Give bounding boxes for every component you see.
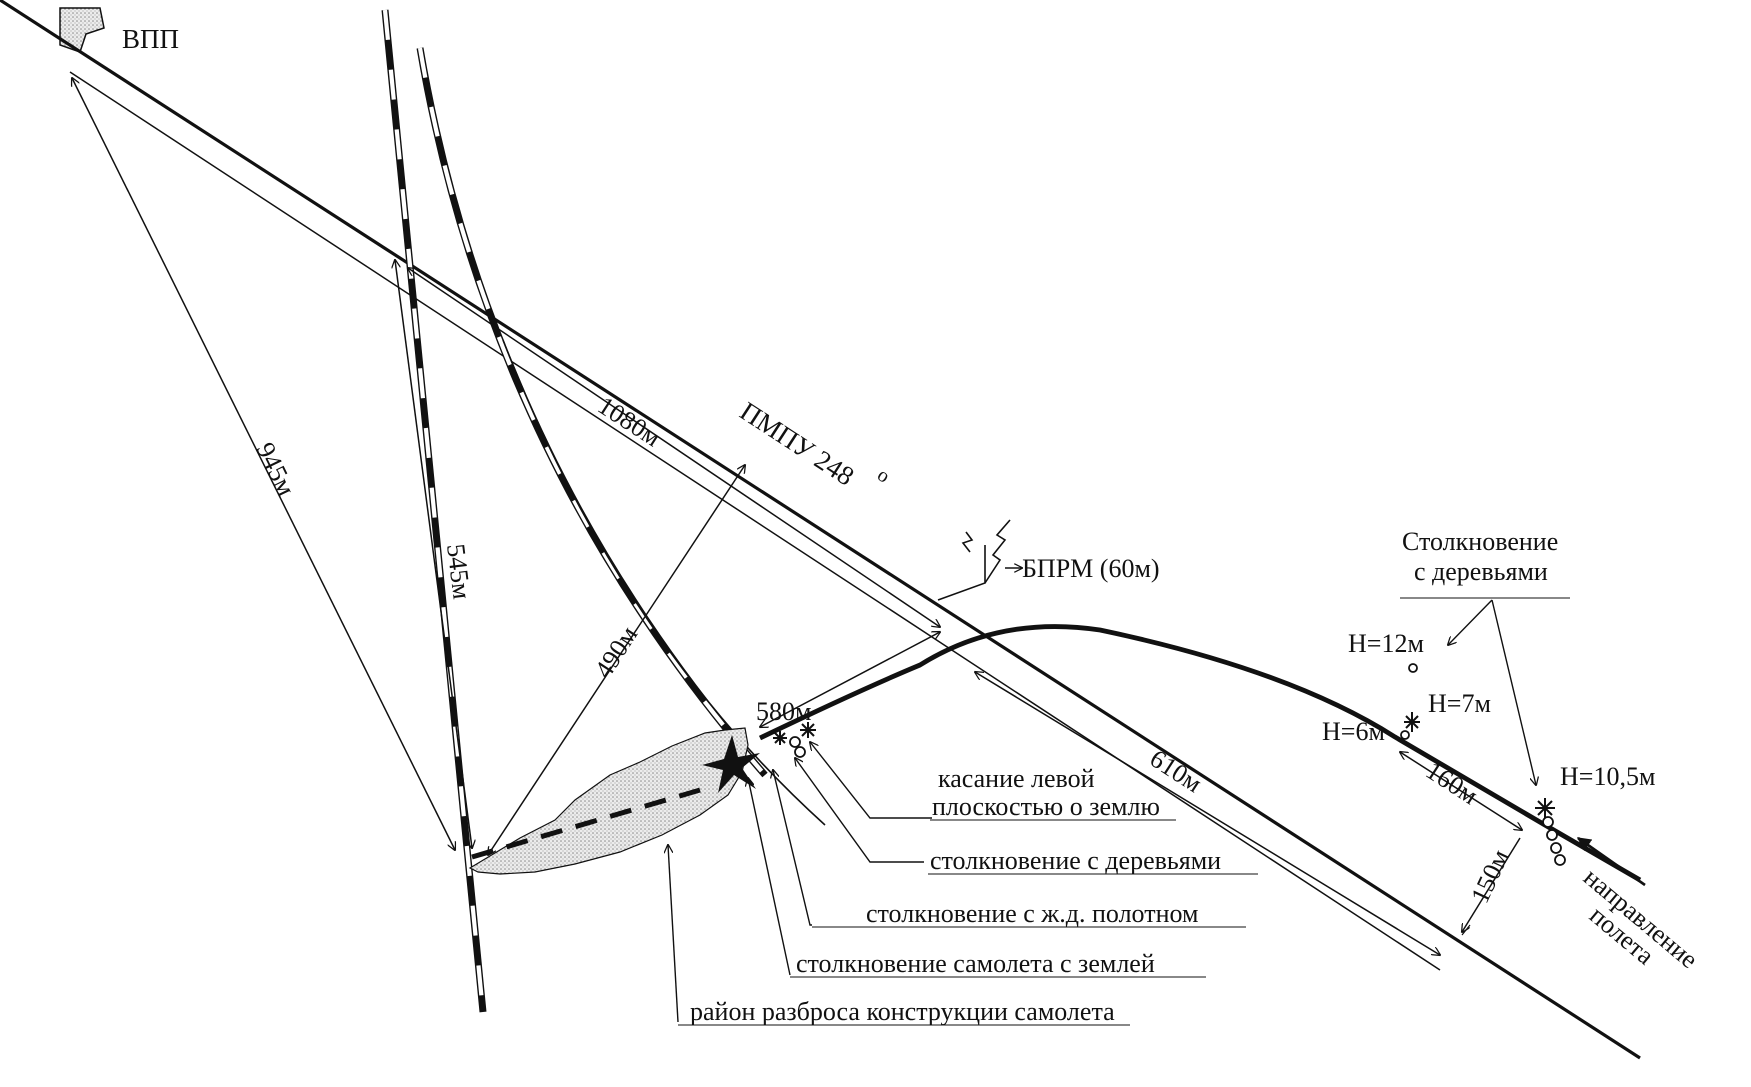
beacon-label: БПРМ (60м) <box>1022 554 1160 583</box>
dim-945-label: 945м <box>251 438 301 501</box>
dim-160 <box>1400 752 1522 830</box>
dim-580-label: 580м <box>756 697 811 726</box>
dim-150 <box>1462 837 1521 932</box>
runway-label: ВПП <box>122 24 179 54</box>
runway-block <box>59 7 105 53</box>
legend-rail: столкновение с ж.д. полотном <box>866 899 1198 928</box>
dim-610 <box>975 672 1440 955</box>
height-12: Н=12м <box>1348 629 1424 658</box>
flight-direction-arrow <box>1576 836 1646 887</box>
legend-left-wing-1: касание левой <box>938 764 1095 793</box>
dim-490 <box>488 465 745 855</box>
height-7: Н=7м <box>1428 689 1491 718</box>
dim-1080-label: 1080м <box>593 391 666 453</box>
dimension-lines <box>72 78 1522 955</box>
tree-collision-title-1: Столкновение <box>1402 527 1558 556</box>
height-6: Н=6м <box>1322 717 1385 746</box>
legend-left-wing-2: плоскостью о землю <box>932 792 1160 821</box>
debris-area <box>468 727 749 875</box>
legend-trees: столкновение с деревьями <box>930 846 1221 875</box>
dim-545-label: 545м <box>441 542 477 601</box>
railway-track-straight <box>381 9 487 1013</box>
dim-1080 <box>408 268 940 627</box>
dim-490-label: 490м <box>589 621 644 683</box>
reference-line <box>69 71 1441 971</box>
legend-debris: район разброса конструкции самолета <box>690 997 1115 1026</box>
legend-leaders <box>668 742 932 1023</box>
dim-610-label: 610м <box>1145 744 1207 799</box>
dim-150-label: 150м <box>1465 845 1515 908</box>
dim-580 <box>760 632 940 727</box>
course-degree: o <box>873 464 893 488</box>
course-label: ПМПУ 248 <box>735 396 860 492</box>
legend-ground: столкновение самолета с землей <box>796 949 1155 978</box>
landing-course-line <box>0 0 1641 1060</box>
height-10-5: Н=10,5м <box>1560 762 1655 791</box>
tree-collision-title-2: с деревьями <box>1414 557 1548 586</box>
dim-160-label: 160м <box>1421 756 1483 811</box>
beacon-icon <box>937 519 1022 601</box>
